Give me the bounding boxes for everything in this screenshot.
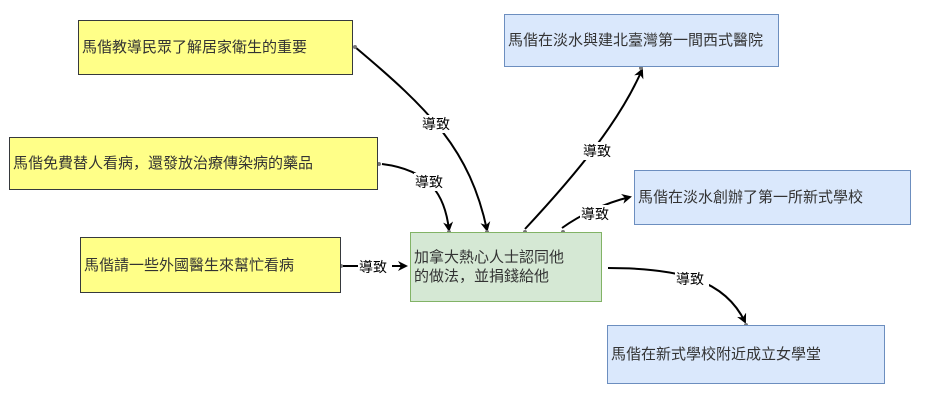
cause-node-foreign-doctors[interactable]: 馬偕請一些外國醫生來幫忙看病 [80,237,341,293]
edge-label: 導致 [359,260,387,276]
edge-label: 導致 [581,207,609,223]
edge-label: 導致 [415,175,443,191]
connection-point [377,162,381,166]
effect-node-school[interactable]: 馬偕在淡水創辦了第一所新式學校 [634,170,911,225]
node-label: 馬偕在淡水創辦了第一所新式學校 [638,188,864,206]
node-label-line2: 的做法，並捐錢給他 [414,267,550,285]
effect-node-girls-school[interactable]: 馬偕在新式學校附近成立女學堂 [607,325,885,384]
cause-node-education[interactable]: 馬偕教導民眾了解居家衛生的重要 [78,20,353,75]
connection-point [353,45,357,49]
edge-label: 導致 [583,144,611,160]
edge-label: 導致 [422,117,450,133]
node-label: 馬偕免費替人看病，還發放治療傳染病的藥品 [13,154,314,172]
node-label: 馬偕教導民眾了解居家衛生的重要 [82,38,308,56]
effect-node-hospital[interactable]: 馬偕在淡水與建北臺灣第一間西式醫院 [504,14,779,67]
center-node-donation[interactable]: 加拿大熱心人士認同他 的做法，並捐錢給他 [410,232,602,302]
node-label: 馬偕在新式學校附近成立女學堂 [611,345,822,363]
edge-label: 導致 [676,272,704,288]
node-label: 馬偕在淡水與建北臺灣第一間西式醫院 [508,31,764,49]
node-label: 馬偕請一些外國醫生來幫忙看病 [84,255,295,274]
center-node-text: 加拿大熱心人士認同他 的做法，並捐錢給他 [414,248,564,286]
cause-node-free-treatment[interactable]: 馬偕免費替人看病，還發放治療傳染病的藥品 [9,137,378,190]
node-label-line1: 加拿大熱心人士認同他 [414,248,565,266]
connection-point [639,66,643,70]
